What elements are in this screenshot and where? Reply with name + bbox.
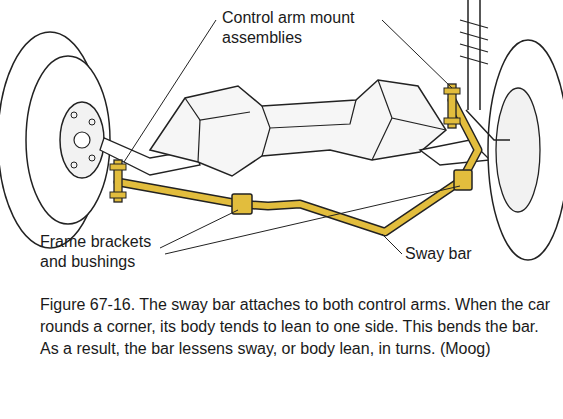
lug-stud [89, 119, 95, 125]
part-label: Sway bar [405, 244, 525, 264]
leader-line [160, 210, 238, 248]
crossmember-detail [185, 80, 446, 130]
coil-spring [460, 20, 488, 64]
right-tire [488, 40, 563, 260]
lug-stud [71, 112, 77, 118]
left-spindle [74, 132, 90, 148]
leader-line [124, 20, 216, 162]
link-bushing [444, 118, 460, 124]
leader-line [165, 186, 460, 254]
part-label: Control arm mount assemblies [222, 8, 382, 48]
lug-stud [89, 155, 95, 161]
right-hub [496, 88, 540, 212]
lug-stud [71, 162, 77, 168]
link-bushing [110, 164, 126, 170]
leader-line [382, 20, 452, 88]
link-bushing [444, 88, 460, 94]
sway-bar [118, 100, 478, 232]
leader-line [382, 234, 402, 254]
sway-bar-outline [118, 100, 478, 232]
left-hub [60, 102, 104, 178]
figure-caption: Figure 67-16. The sway bar attaches to b… [40, 294, 555, 360]
frame-crossmember [150, 80, 446, 176]
part-label: Frame brackets and bushings [40, 232, 160, 272]
strut [468, 0, 480, 110]
link-bushing [110, 192, 126, 198]
left-brake-drum [26, 56, 110, 224]
crossmember-detail [198, 118, 392, 162]
